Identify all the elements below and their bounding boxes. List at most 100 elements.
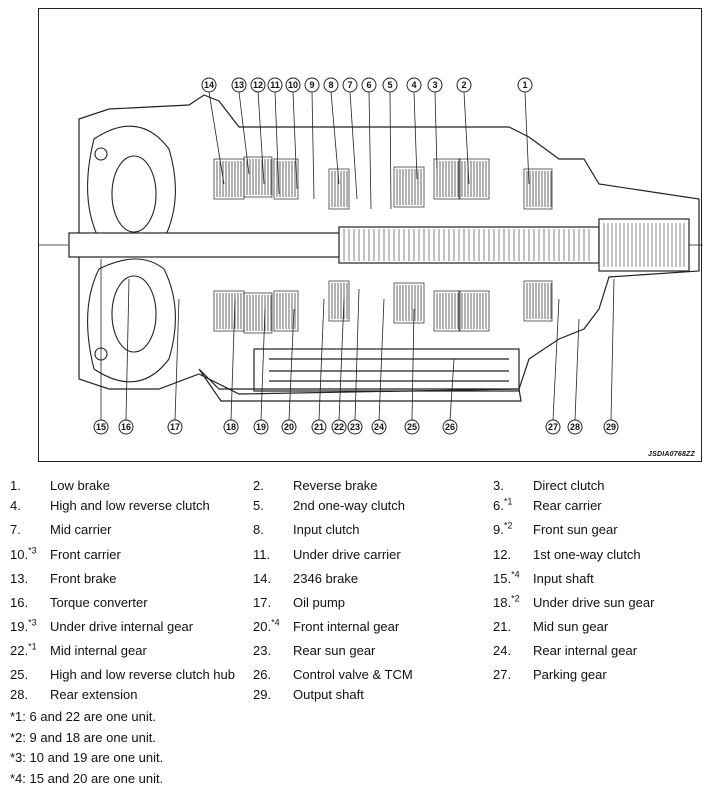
- legend-label: 2346 brake: [293, 571, 359, 586]
- legend-number: 5.: [253, 498, 264, 513]
- legend-note: *1: [503, 496, 513, 507]
- svg-text:5: 5: [387, 80, 392, 90]
- svg-text:17: 17: [170, 422, 180, 432]
- svg-text:20: 20: [284, 422, 294, 432]
- legend-label: Front brake: [50, 571, 117, 586]
- legend-label: Front internal gear: [293, 619, 400, 634]
- legend-number: 16.: [10, 595, 29, 610]
- svg-text:4: 4: [411, 80, 416, 90]
- legend-label: Rear sun gear: [293, 643, 376, 658]
- legend-label: Oil pump: [293, 595, 346, 610]
- svg-text:7: 7: [347, 80, 352, 90]
- callout-18: 18: [223, 298, 239, 435]
- svg-text:29: 29: [606, 422, 616, 432]
- callout-29: 29: [603, 278, 619, 435]
- legend-label: Control valve & TCM: [293, 667, 413, 682]
- legend-label: Rear extension: [50, 687, 138, 702]
- svg-text:6: 6: [366, 80, 371, 90]
- legend-label: Reverse brake: [293, 478, 378, 493]
- legend-number: 20.*4: [253, 617, 280, 634]
- callout-17: 17: [167, 298, 183, 435]
- legend-number: 19.*3: [10, 617, 37, 634]
- legend-label: Mid sun gear: [533, 619, 609, 634]
- svg-text:8: 8: [328, 80, 333, 90]
- callout-15: 15: [93, 259, 109, 435]
- legend-label: Rear carrier: [533, 498, 602, 513]
- legend-number: 7.: [10, 522, 21, 537]
- legend-number: 26.: [253, 667, 272, 682]
- callout-7: 7: [342, 77, 358, 200]
- legend-label: Under drive internal gear: [50, 619, 194, 634]
- callout-12: 12: [250, 77, 266, 185]
- callout-16: 16: [118, 278, 134, 435]
- legend-number: 15.*4: [493, 569, 520, 586]
- clutch-packs: [213, 156, 553, 334]
- callout-21: 21: [311, 298, 327, 435]
- svg-text:9: 9: [309, 80, 314, 90]
- svg-text:2: 2: [461, 80, 466, 90]
- legend-number: 3.: [493, 478, 504, 493]
- legend-note: *2: [503, 520, 513, 531]
- legend-note: *1: [28, 641, 37, 652]
- callout-9: 9: [304, 77, 320, 200]
- legend-number: 17.: [253, 595, 272, 610]
- legend-label: High and low reverse clutch: [50, 498, 210, 513]
- legend-number: 11.: [253, 547, 271, 562]
- svg-text:10: 10: [288, 80, 298, 90]
- legend-number: 25.: [10, 667, 29, 682]
- svg-text:14: 14: [204, 80, 214, 90]
- callout-8: 8: [323, 77, 340, 185]
- legend-label: Mid internal gear: [50, 643, 147, 658]
- callout-22: 22: [331, 298, 347, 435]
- legend-number: 27.: [493, 667, 512, 682]
- legend-number: 13.: [10, 571, 29, 586]
- callout-4: 4: [406, 77, 422, 180]
- legend-number: 14.: [253, 571, 272, 586]
- svg-text:16: 16: [121, 422, 131, 432]
- svg-text:13: 13: [234, 80, 244, 90]
- legend-number: 24.: [493, 643, 512, 658]
- svg-text:11: 11: [270, 80, 280, 90]
- footnote-2: *2: 9 and 18 are one unit.: [10, 730, 157, 745]
- shaft-splines: [343, 223, 685, 267]
- legend-label: Input clutch: [293, 522, 360, 537]
- callout-23: 23: [347, 288, 363, 435]
- legend-label: Under drive sun gear: [533, 595, 655, 610]
- callout-14: 14: [201, 77, 225, 185]
- callout-26: 26: [442, 358, 458, 435]
- callout-27: 27: [545, 298, 561, 435]
- legend-number: 21.: [493, 619, 512, 634]
- legend-label: Output shaft: [293, 687, 364, 702]
- callout-13: 13: [231, 77, 250, 175]
- main-shafts: [39, 218, 703, 272]
- svg-text:27: 27: [548, 422, 558, 432]
- figure-code: JSDIA0768ZZ: [648, 451, 695, 458]
- callout-10: 10: [285, 77, 301, 190]
- callout-25: 25: [404, 308, 420, 435]
- svg-text:25: 25: [407, 422, 417, 432]
- callout-20: 20: [281, 308, 297, 435]
- callout-3: 3: [427, 77, 443, 170]
- callout-1: 1: [517, 77, 533, 185]
- svg-text:23: 23: [350, 422, 360, 432]
- callout-19: 19: [253, 308, 269, 435]
- footnote-1: *1: 6 and 22 are one unit.: [10, 709, 157, 724]
- svg-text:1: 1: [522, 80, 527, 90]
- legend-number: 28.: [10, 687, 29, 702]
- legend-label: Direct clutch: [533, 478, 605, 493]
- legend-number: 22.*1: [10, 641, 37, 658]
- svg-text:22: 22: [334, 422, 344, 432]
- footnote-4: *4: 15 and 20 are one unit.: [10, 771, 164, 786]
- legend-note: *4: [511, 569, 520, 580]
- transmission-housing: [78, 94, 700, 402]
- legend-note: *3: [28, 545, 37, 556]
- callout-28: 28: [567, 318, 583, 435]
- legend-label: Torque converter: [50, 595, 148, 610]
- legend-number: 10.*3: [10, 545, 37, 562]
- svg-text:18: 18: [226, 422, 236, 432]
- legend-number: 4.: [10, 498, 21, 513]
- svg-text:26: 26: [445, 422, 455, 432]
- legend-number: 2.: [253, 478, 264, 493]
